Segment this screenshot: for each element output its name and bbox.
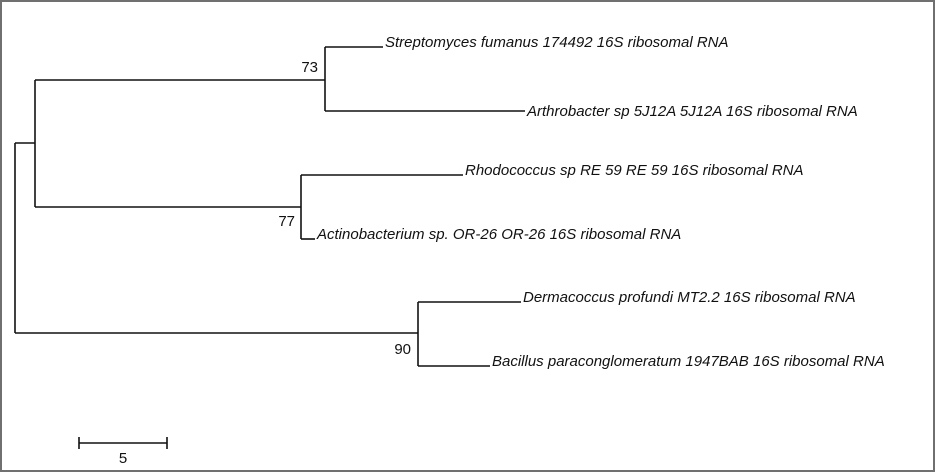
scale-bar-label: 5 [119, 450, 127, 467]
leaf-label: Actinobacterium sp. OR-26 OR-26 16S ribo… [316, 226, 681, 243]
leaf-label: Streptomyces fumanus 174492 16S ribosoma… [385, 34, 729, 51]
leaf-label: Rhodococcus sp RE 59 RE 59 16S ribosomal… [465, 162, 804, 179]
leaf-label: Arthrobacter sp 5J12A 5J12A 16S ribosoma… [526, 103, 858, 120]
leaf-label: Dermacoccus profundi MT2.2 16S ribosomal… [523, 289, 856, 306]
bootstrap-value: 73 [301, 59, 318, 76]
bootstrap-value: 90 [394, 341, 411, 358]
bootstrap-value: 77 [278, 213, 295, 230]
leaf-label: Bacillus paraconglomeratum 1947BAB 16S r… [492, 353, 885, 370]
